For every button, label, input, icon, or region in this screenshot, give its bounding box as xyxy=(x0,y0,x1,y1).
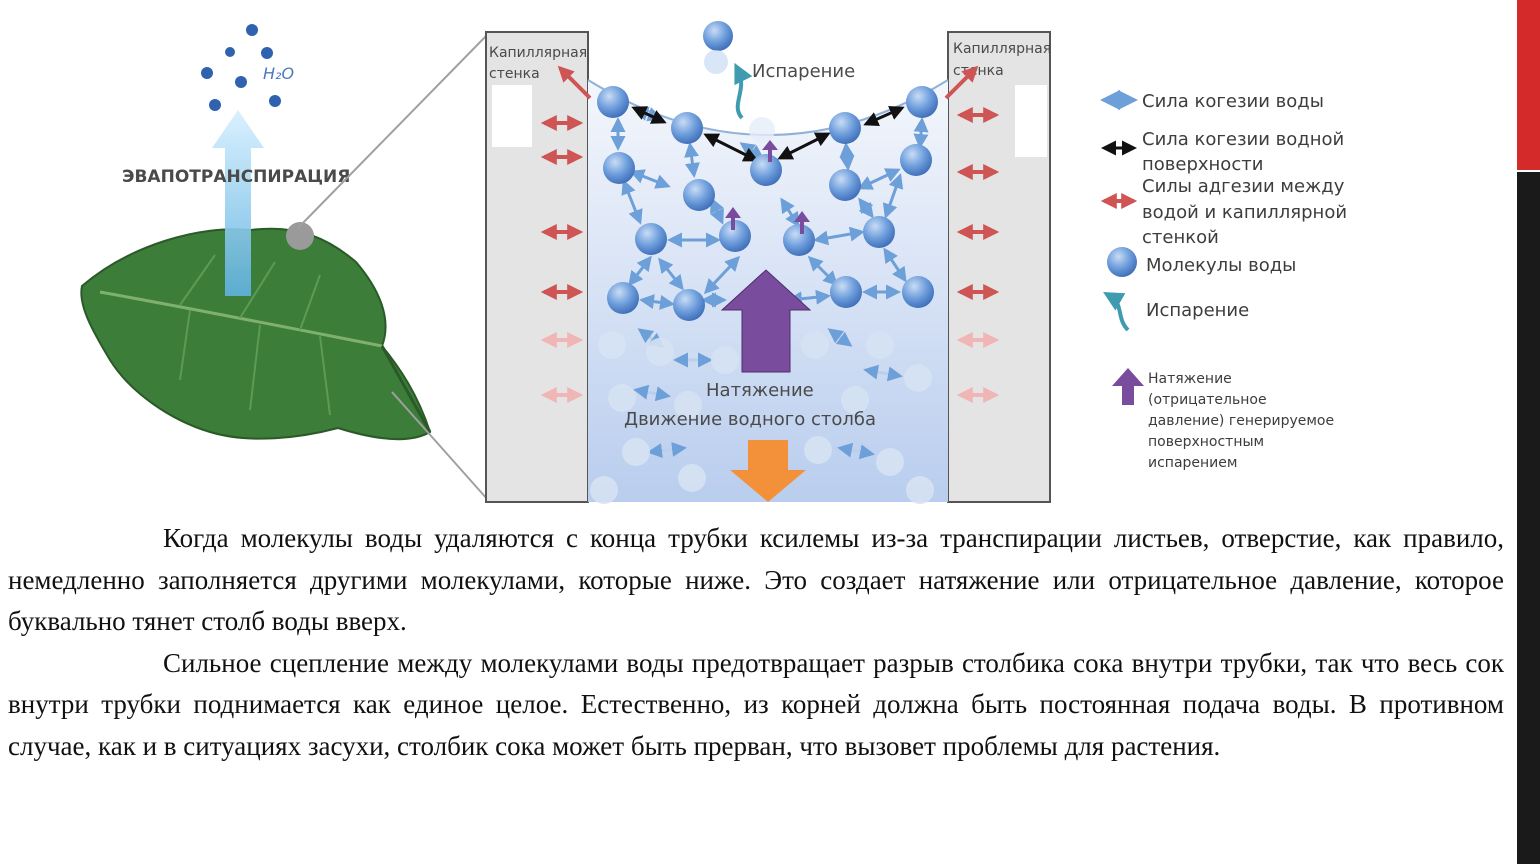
water-molecule-icon xyxy=(1107,247,1137,277)
water-molecule-icon xyxy=(703,21,733,51)
water-molecule-icon xyxy=(783,224,815,256)
water-flow-arrow-icon xyxy=(730,440,806,502)
capillary-tube: Капиллярная стенка Капиллярная стенка Ис… xyxy=(485,21,1051,504)
legend-surface-cohesion: Сила когезии водной xyxy=(1142,129,1344,150)
water-vapor-icon xyxy=(201,24,281,111)
water-molecule-icon xyxy=(863,216,895,248)
evapotranspiration-label: ЭВАПОТРАНСПИРАЦИЯ xyxy=(122,167,350,187)
water-molecule-icon xyxy=(635,223,667,255)
leaf-vein-icon xyxy=(99,290,383,348)
water-molecule-icon xyxy=(671,112,703,144)
evaporation-label: Испарение xyxy=(752,61,855,82)
water-molecule-icon xyxy=(829,169,861,201)
water-molecule-icon xyxy=(750,154,782,186)
paragraph: Когда молекулы воды удаляются с конца тр… xyxy=(8,523,1504,636)
water-molecule-icon xyxy=(749,117,775,143)
water-molecule-icon xyxy=(902,276,934,308)
zoom-line xyxy=(297,33,489,229)
evaporation-arrow-icon xyxy=(1103,292,1130,332)
water-molecule-icon xyxy=(683,179,715,211)
body-text: Когда молекулы воды удаляются с конца тр… xyxy=(8,518,1504,767)
legend-tension: Натяжение xyxy=(1148,371,1232,387)
legend-cohesion: Сила когезии воды xyxy=(1142,91,1324,112)
legend-adhesion: стенкой xyxy=(1142,227,1219,248)
leaf-panel: ЭВАПОТРАНСПИРАЦИЯ H₂O xyxy=(80,24,489,501)
water-molecule-icon xyxy=(829,112,861,144)
legend-tension: поверхностным xyxy=(1148,434,1264,450)
h2o-label: H₂O xyxy=(263,64,294,83)
adhesion-arrows xyxy=(540,65,1000,403)
water-molecule-icon xyxy=(597,86,629,118)
water-molecule-icon xyxy=(673,289,705,321)
leaf-icon xyxy=(80,227,432,441)
side-accent-bar-dark xyxy=(1517,172,1540,864)
water-molecules xyxy=(597,86,938,321)
evapotranspiration-arrow-icon xyxy=(212,110,264,296)
wall-highlight xyxy=(492,85,532,147)
surface-cohesion-arrows xyxy=(631,106,905,162)
water-molecule-icon xyxy=(607,282,639,314)
water-molecule-icon xyxy=(830,276,862,308)
legend-adhesion: водой и капиллярной xyxy=(1142,202,1347,223)
legend-tension: испарением xyxy=(1148,455,1237,471)
capillary-wall-right-label: стенка xyxy=(953,63,1004,79)
legend-evaporation: Испарение xyxy=(1146,300,1249,321)
water-molecule-icon xyxy=(719,220,751,252)
water-molecule-icon xyxy=(704,50,728,74)
water-molecule-icon xyxy=(900,144,932,176)
legend-surface-cohesion: поверхности xyxy=(1142,154,1263,175)
water-molecules-faded xyxy=(590,331,934,504)
leaf-vein-icon xyxy=(179,254,331,416)
tension-arrow-icon xyxy=(794,211,810,234)
tension-arrow-icon xyxy=(720,269,812,373)
legend-molecules: Молекулы воды xyxy=(1146,255,1296,276)
tension-arrow-icon xyxy=(762,140,778,162)
water-column-label: Движение водного столба xyxy=(624,409,876,430)
leaf-vein-icon xyxy=(380,345,432,433)
stomata-icon xyxy=(286,222,314,250)
capillary-wall-left xyxy=(485,31,589,503)
legend: Сила когезии воды Сила когезии водной по… xyxy=(1100,90,1347,471)
capillary-wall-right-label: Капиллярная xyxy=(953,41,1051,57)
capillary-wall-left-label: Капиллярная xyxy=(489,45,587,61)
capillary-wall-left-label: стенка xyxy=(489,66,540,82)
paragraph: Сильное сцепление между молекулами воды … xyxy=(8,647,1504,761)
legend-adhesion: Силы адгезии между xyxy=(1142,176,1345,197)
legend-tension: давление) генерируемое xyxy=(1148,413,1334,429)
water-molecule-icon xyxy=(603,152,635,184)
side-accent-bar xyxy=(1517,0,1540,170)
tension-label: Натяжение xyxy=(706,380,814,401)
water-molecule-icon xyxy=(906,86,938,118)
xylem-diagram: ЭВАПОТРАНСПИРАЦИЯ H₂O Капиллярная стенка… xyxy=(80,21,1347,504)
tension-arrow-icon xyxy=(1112,368,1144,405)
tension-arrow-icon xyxy=(725,207,741,230)
wall-highlight xyxy=(1015,85,1047,157)
evaporation-arrow-icon xyxy=(734,62,753,120)
zoom-line xyxy=(391,391,489,501)
legend-tension: (отрицательное xyxy=(1148,392,1267,408)
